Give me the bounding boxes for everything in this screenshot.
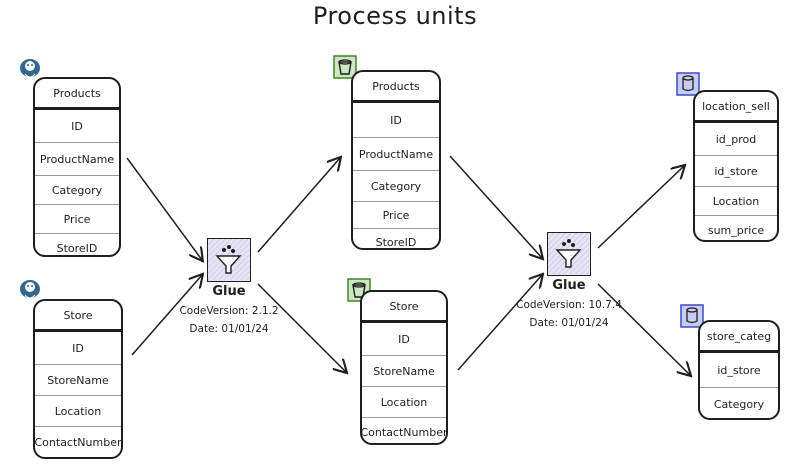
table-row: Location (362, 387, 446, 418)
source-products-table[interactable]: Products ID ProductName Category Price S… (33, 77, 121, 257)
table-row: Location (35, 396, 121, 427)
glue-job-2-label: Glue (552, 278, 586, 293)
table-header: Products (353, 72, 439, 103)
staging-store-table[interactable]: Store ID StoreName Location ContactNumbe… (360, 290, 448, 445)
source-store-table[interactable]: Store ID StoreName Location ContactNumbe… (33, 299, 123, 459)
table-row: ID (35, 110, 119, 143)
glue-job-2-node[interactable] (547, 232, 591, 276)
postgresql-icon (20, 280, 40, 299)
arrow-products-to-glue1 (126, 157, 202, 260)
arrow-glue2-to-location-sell (597, 166, 684, 249)
table-row: Price (35, 205, 119, 234)
table-row: ProductName (35, 143, 119, 176)
table-row: StoreName (35, 365, 121, 396)
database-icon (680, 304, 704, 328)
table-row: ID (353, 103, 439, 138)
table-row: Category (713, 397, 765, 411)
arrow-glue1-to-staging-products (257, 158, 340, 253)
arrow-glue2-to-store-categ (597, 283, 690, 375)
table-row: id_prod (695, 123, 777, 156)
database-icon (676, 72, 700, 96)
table-header: store_categ (700, 322, 778, 353)
table-row: id_store (700, 353, 778, 388)
table-row: Category (35, 176, 119, 205)
s3-bucket-icon (333, 55, 357, 79)
table-row: Location (695, 187, 777, 216)
arrow-staging-store-to-glue2 (457, 275, 542, 371)
table-row: sum_price (707, 223, 765, 237)
table-row: ID (362, 323, 446, 356)
staging-products-table[interactable]: Products ID ProductName Category Price S… (351, 70, 441, 250)
table-row: StoreID (375, 235, 417, 249)
output-location-sell-table[interactable]: location_sell id_prod id_store Location … (693, 90, 779, 242)
table-row: Price (353, 202, 439, 229)
table-header: Products (35, 79, 119, 110)
table-header: location_sell (695, 92, 777, 123)
glue-job-1-code-version: CodeVersion: 2.1.2 (179, 305, 279, 317)
glue-job-2-date: Date: 01/01/24 (529, 317, 609, 329)
arrow-staging-products-to-glue2 (449, 155, 542, 258)
glue-job-1-date: Date: 01/01/24 (189, 323, 269, 335)
output-store-categ-table[interactable]: store_categ id_store Category (698, 320, 780, 420)
arrow-glue1-to-staging-store (257, 283, 346, 372)
table-header: Store (362, 292, 446, 323)
arrow-store-to-glue1 (131, 275, 202, 356)
diagram-title: Process units (312, 2, 478, 30)
table-row: StoreName (362, 356, 446, 387)
table-row: StoreID (56, 241, 98, 255)
table-header: Store (35, 301, 121, 332)
table-row: ID (35, 332, 121, 365)
table-row: ContactNumber (360, 425, 448, 439)
table-row: Category (353, 171, 439, 202)
glue-job-2-code-version: CodeVersion: 10.7.4 (516, 299, 622, 311)
table-row: id_store (695, 156, 777, 187)
glue-funnel-icon (548, 233, 589, 274)
glue-funnel-icon (208, 239, 249, 280)
glue-job-1-label: Glue (212, 284, 246, 299)
table-row: ContactNumber (34, 435, 122, 449)
glue-job-1-node[interactable] (207, 238, 251, 282)
table-row: ProductName (353, 138, 439, 171)
postgresql-icon (20, 59, 40, 78)
